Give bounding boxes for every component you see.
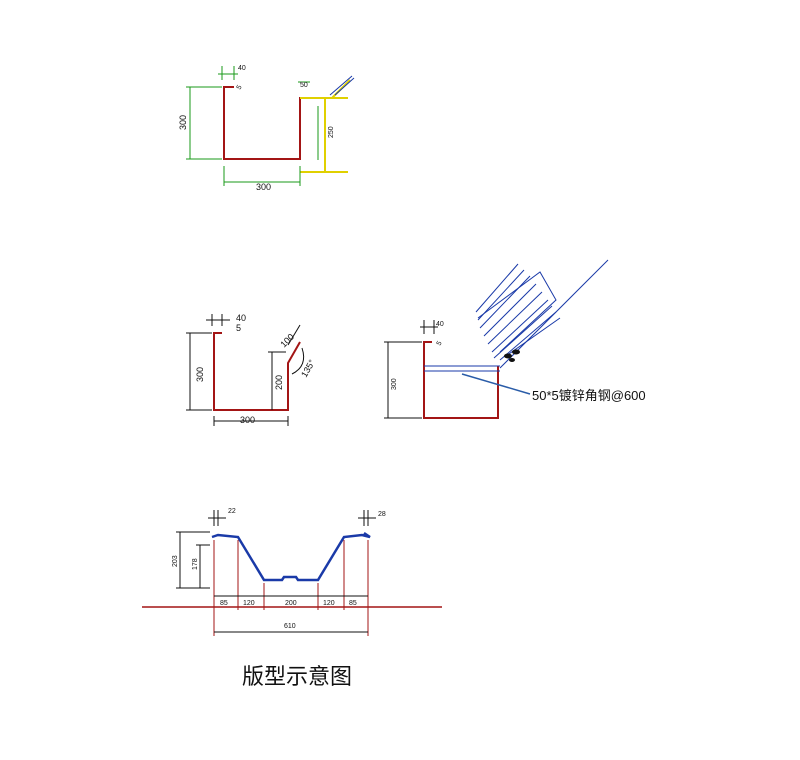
gutter-detail-3: 300 40 5 50*5镀锌角钢@600 [384,259,646,419]
dimension-lines-3 [384,320,438,419]
dim-height-3: 300 [391,378,398,390]
dim-height-1: 300 [178,115,188,130]
dim-small-2: 5 [236,323,241,333]
gutter-profile-3 [423,341,499,419]
dimension-lines-1 [186,66,319,186]
drawing-caption: 版型示意图 [242,665,352,690]
dim-inner-height-2: 200 [274,375,284,390]
dim-rib-height: 178 [192,558,199,570]
dim-left-lip: 22 [228,508,236,515]
dim-right-top-1: 50 [300,82,308,89]
dim-segment-2: 120 [243,600,255,607]
dim-top-left-2: 40 [236,313,246,323]
roof-panel-hatching [475,263,561,361]
dim-top-left-3: 40 [436,321,444,328]
dim-flange-2: 100 [278,332,296,350]
dim-top-left-1: 40 [238,65,246,72]
dim-right-lip: 28 [378,511,386,518]
dim-height-2: 300 [195,367,205,382]
dim-segment-3: 200 [285,600,297,607]
dim-segment-5: 85 [349,600,357,607]
roof-edge-lines [329,75,355,96]
dim-support-1: 250 [328,126,335,138]
gutter-detail-1: 300 300 40 5 50 250 [178,65,355,192]
dim-bottom-2: 300 [240,415,255,425]
dim-segment-1: 85 [220,600,228,607]
dim-bottom-1: 300 [256,182,271,192]
leader-line [461,373,531,395]
dim-small-3: 5 [436,340,444,347]
dim-small-1: 5 [236,84,244,91]
support-bracket [300,79,351,173]
dimension-lines-profile [176,510,376,633]
gutter-profile-2 [213,332,301,411]
gutter-detail-2: 300 300 40 5 200 100 135° [186,313,317,426]
dim-segment-4: 120 [323,600,335,607]
fastener-icon [504,349,520,362]
dim-angle-2: 135° [299,358,317,379]
dim-total-height: 203 [172,555,179,567]
dim-total-width: 610 [284,623,296,630]
panel-profile-section: 22 28 203 178 85 120 200 120 85 610 [142,508,442,636]
panel-profile [211,531,371,582]
dimension-lines-2 [186,314,305,426]
angle-steel-note: 50*5镀锌角钢@600 [532,388,646,403]
angle-steel [424,365,500,372]
extension-lines [213,540,369,636]
